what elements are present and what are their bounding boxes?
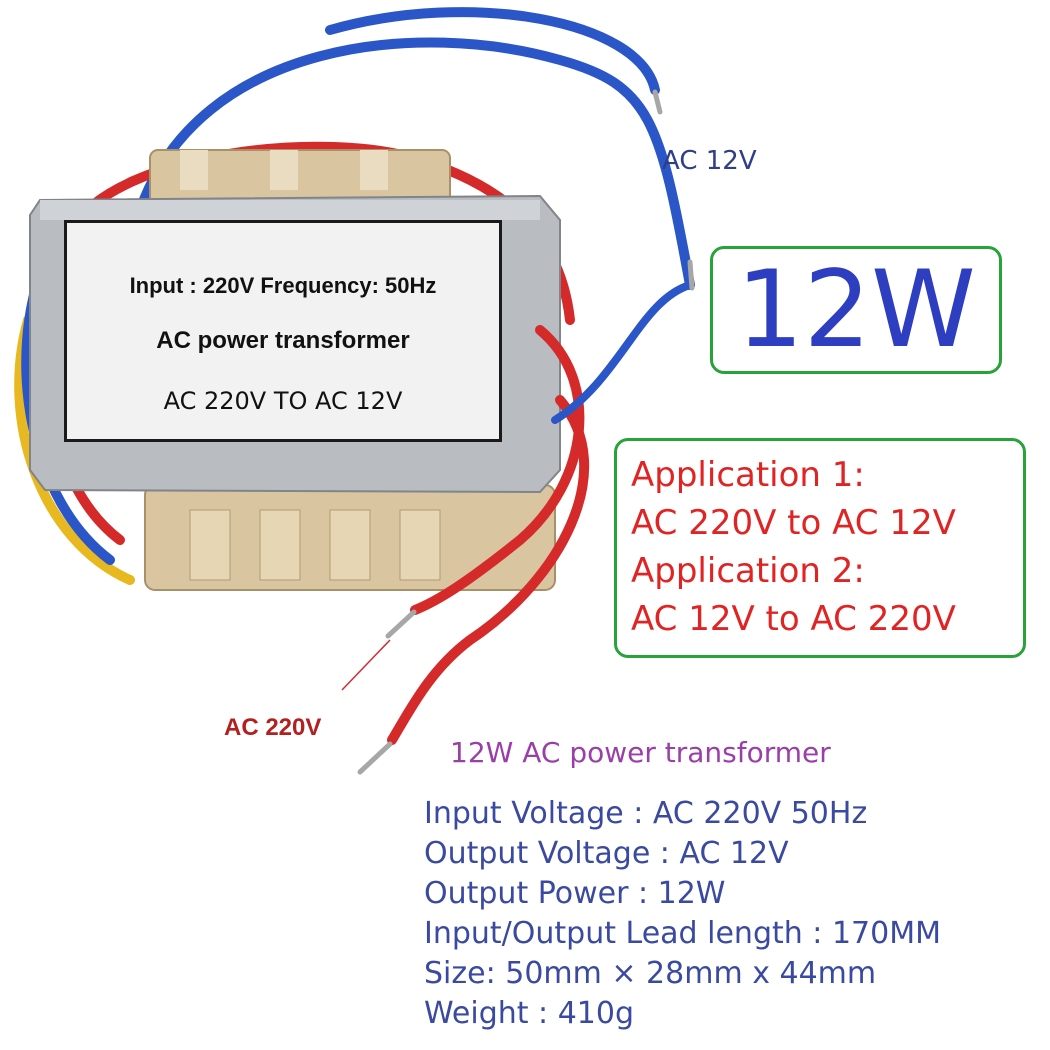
power-badge-text: 12W (736, 248, 976, 371)
label-input-frequency: Input : 220V Frequency: 50Hz (129, 273, 437, 298)
blue-wire-lead (325, 7, 660, 95)
label-product-type: AC power transformer (156, 327, 410, 354)
pointer-line (341, 639, 391, 691)
application-2-heading: Application 2: (631, 551, 865, 591)
stripped-end-4 (687, 259, 695, 291)
power-badge: 12W (710, 246, 1002, 374)
output-wire-label: AC 12V (662, 146, 757, 176)
applications-box: Application 1: AC 220V to AC 12V Applica… (614, 438, 1026, 658)
spec-size: Size: 50mm × 28mm x 44mm (424, 956, 877, 991)
spec-input-voltage: Input Voltage : AC 220V 50Hz (424, 796, 868, 831)
application-2-detail: AC 12V to AC 220V (631, 599, 956, 639)
transformer-label: Input : 220V Frequency: 50Hz AC power tr… (64, 220, 502, 442)
spec-weight: Weight : 410g (424, 996, 634, 1031)
blue-wire-loop (135, 37, 695, 290)
spec-lead-length: Input/Output Lead length : 170MM (424, 916, 941, 951)
label-conversion: AC 220V TO AC 12V (163, 387, 403, 415)
spec-output-power: Output Power : 12W (424, 876, 726, 911)
stripped-end-3 (652, 89, 663, 115)
application-1-heading: Application 1: (631, 455, 865, 495)
stripped-end-1 (385, 609, 417, 639)
product-title: 12W AC power transformer (450, 736, 831, 769)
red-lead-1 (410, 325, 585, 615)
application-1-detail: AC 220V to AC 12V (631, 503, 956, 543)
red-lead-2 (387, 395, 590, 745)
input-wire-label: AC 220V (224, 714, 322, 741)
blue-lead-right (551, 281, 694, 424)
spec-output-voltage: Output Voltage : AC 12V (424, 836, 789, 871)
stripped-end-2 (357, 741, 393, 775)
